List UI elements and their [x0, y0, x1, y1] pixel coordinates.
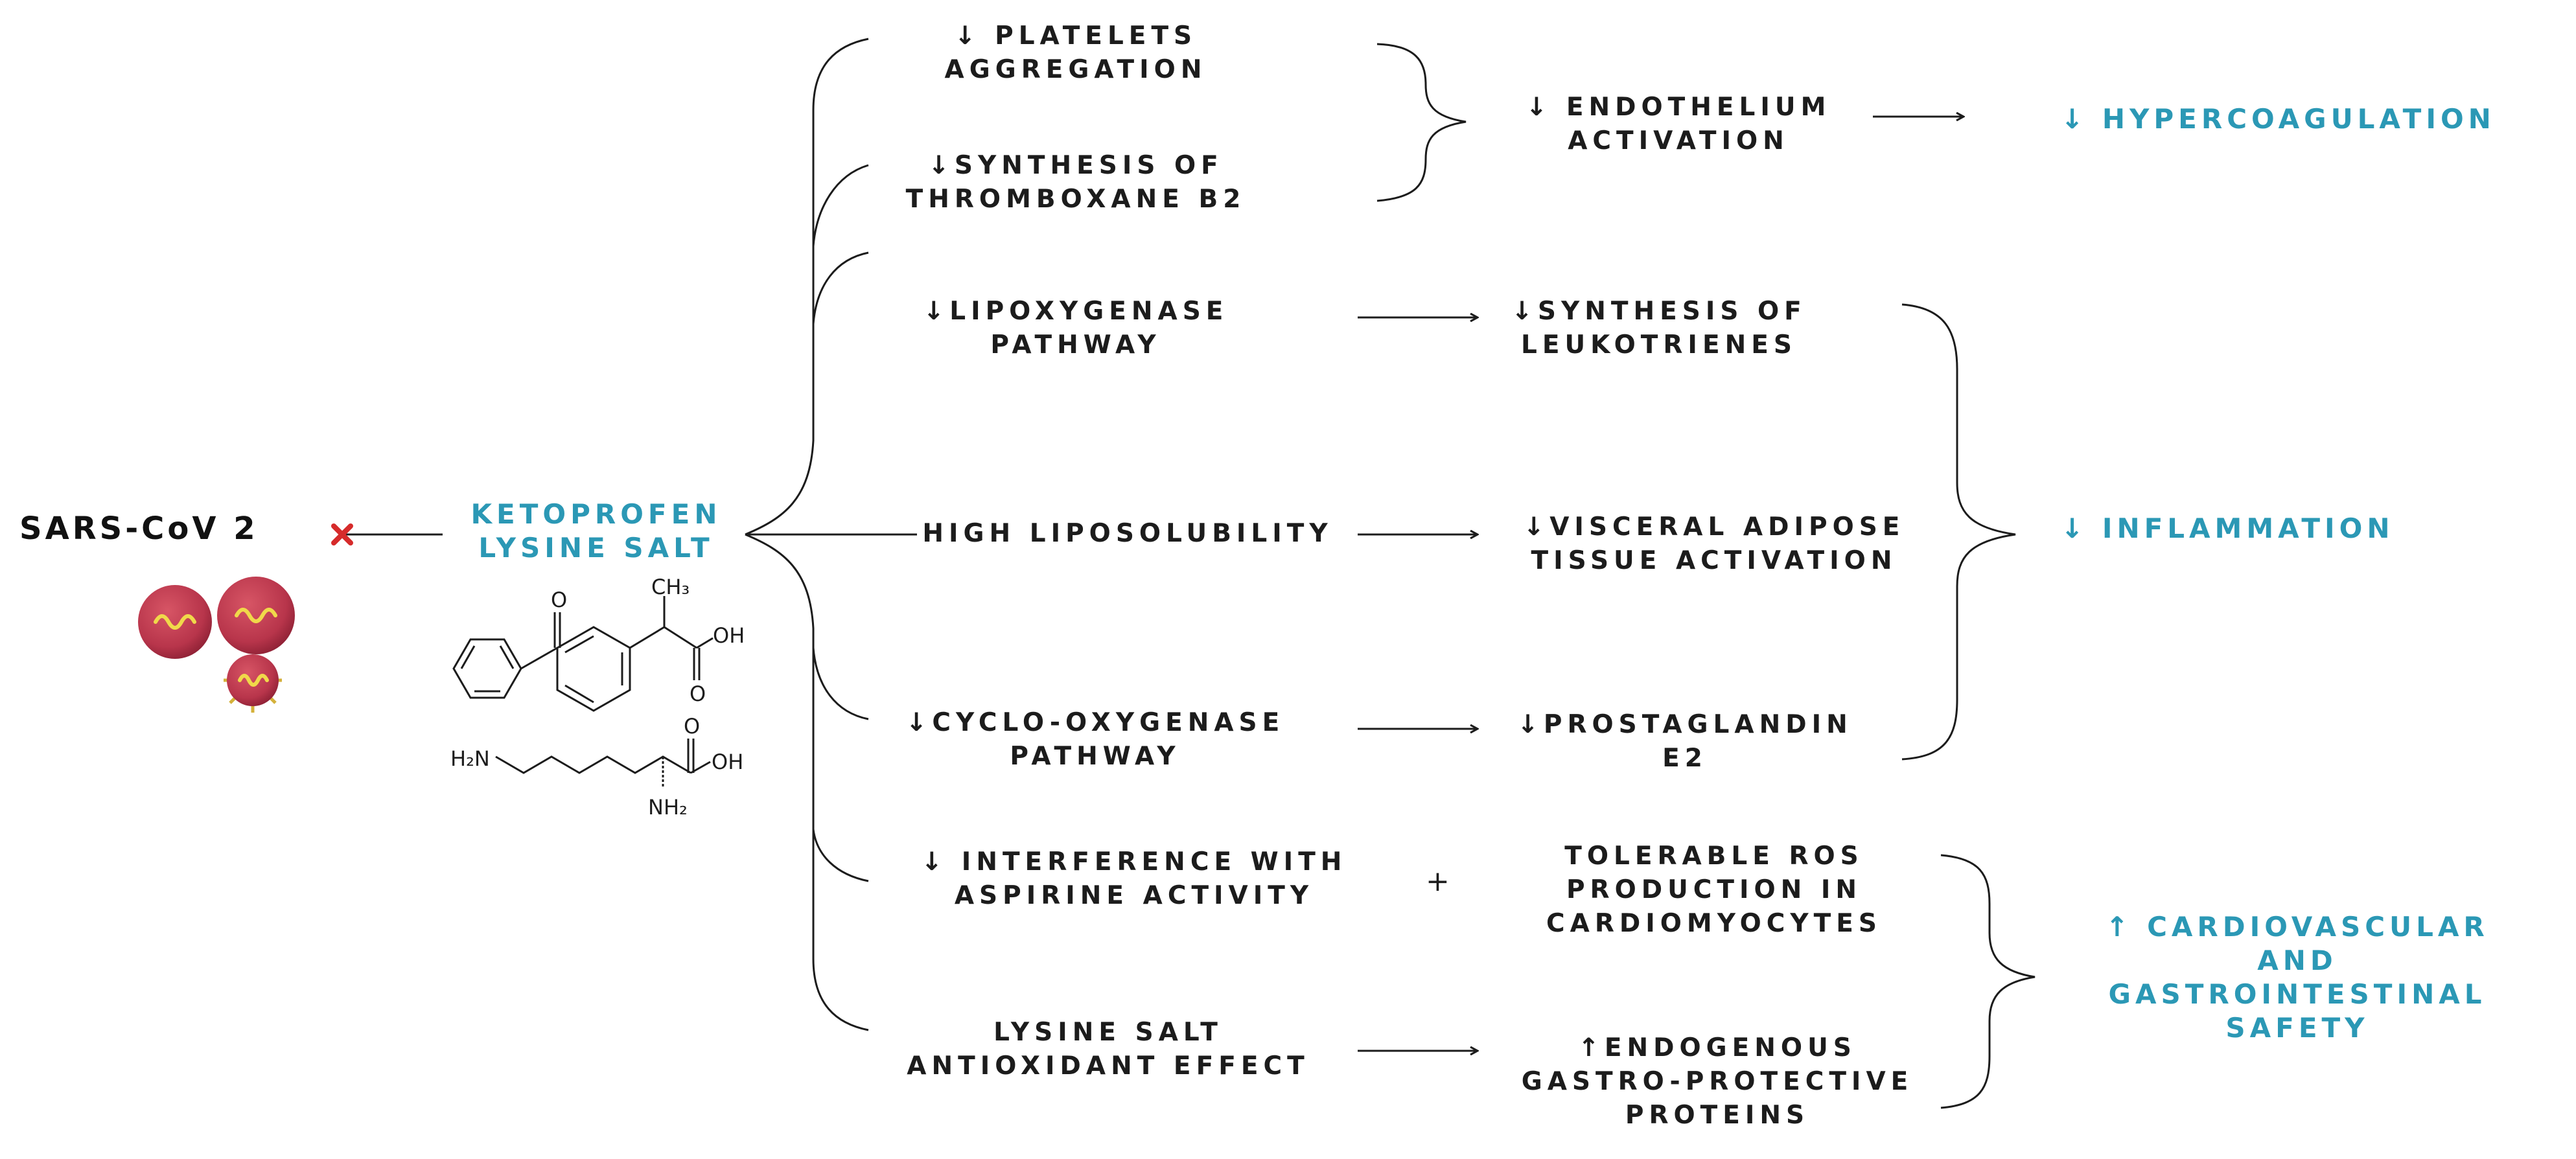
chem-lysine-oh-label: OH	[712, 750, 744, 774]
brace-endothelium	[1376, 43, 1467, 202]
mechanism-platelets: ↓ PLATELETS AGGREGATION	[944, 21, 1207, 84]
virus-particles-icon	[138, 577, 295, 713]
chem-ch3-label: CH₃	[651, 575, 690, 599]
mechanism-thromboxane: ↓SYNTHESIS OF THROMBOXANE B2	[905, 151, 1246, 214]
mechanism-aspirine: ↓ INTERFERENCE WITH ASPIRINE ACTIVITY	[921, 847, 1347, 910]
effect-ros: TOLERABLE ROS PRODUCTION IN CARDIOMYOCYT…	[1546, 842, 1882, 938]
mechanism-antioxidant: LYSINE SALT ANTIOXIDANT EFFECT	[907, 1018, 1310, 1081]
virus-label: SARS-CoV 2	[19, 511, 259, 547]
effect-endothelium: ↓ ENDOTHELIUM ACTIVATION	[1526, 93, 1831, 155]
effect-prostaglandin: ↓PROSTAGLANDIN E2	[1517, 710, 1853, 773]
pathway-arrows	[1358, 117, 1964, 1051]
effect-gastroprotective: ↑ENDOGENOUS GASTRO-PROTECTIVE PROTEINS	[1521, 1033, 1914, 1130]
chem-ketone-o-label: O	[551, 588, 568, 612]
ketoprofen-structure-icon	[452, 596, 714, 712]
effect-visceral: ↓VISCERAL ADIPOSE TISSUE ACTIVATION	[1523, 512, 1905, 575]
outcome-inflammation: ↓ INFLAMMATION	[2061, 512, 2395, 544]
effect-leukotrienes: ↓SYNTHESIS OF LEUKOTRIENES	[1511, 297, 1807, 360]
plus-sign: +	[1426, 865, 1450, 898]
brace-safety	[1940, 854, 2036, 1109]
mechanism-lipoxygenase: ↓LIPOXYGENASE PATHWAY	[923, 297, 1229, 360]
brace-inflammation	[1901, 303, 2016, 761]
mechanism-tree	[745, 38, 917, 1031]
chem-nh2-label: NH₂	[648, 795, 688, 820]
inhibition-x-icon	[331, 523, 353, 545]
chem-oh-label: OH	[713, 623, 745, 648]
mechanism-liposolubility: HIGH LIPOSOLUBILITY	[922, 519, 1333, 548]
mechanism-cyclooxygenase: ↓CYCLO-OXYGENASE PATHWAY	[905, 708, 1285, 771]
lysine-structure-icon	[495, 739, 711, 787]
outcome-hypercoagulation: ↓ HYPERCOAGULATION	[2061, 103, 2496, 135]
chem-acid-o-label: O	[690, 682, 706, 706]
drug-label: KETOPROFEN LYSINE SALT	[470, 498, 722, 564]
outcome-safety: ↑ CARDIOVASCULAR AND GASTROINTESTINAL SA…	[2106, 911, 2489, 1044]
chem-h2n-label: H₂N	[450, 746, 490, 771]
chem-lysine-o-label: O	[684, 714, 701, 739]
